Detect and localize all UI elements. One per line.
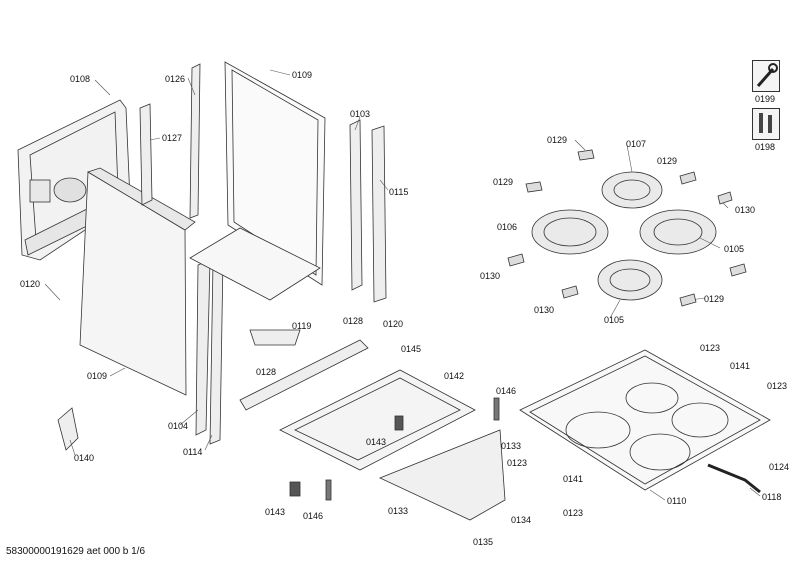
part-label: 0140 [74,453,95,463]
feet-drawing [289,397,500,501]
wire-harness-drawing [707,463,761,494]
part-label: 0104 [168,421,189,431]
part-label: 0141 [563,474,584,484]
part-label: 0128 [256,367,277,377]
part-label: 0129 [493,177,514,187]
part-label: 0105 [604,315,625,325]
part-label: 0130 [534,305,555,315]
document-footer: 58300000191629 aet 000 b 1/6 [6,546,146,557]
leader-lines [44,69,761,501]
part-label: 0146 [303,511,324,521]
wrench-screwdriver-icon[interactable] [752,60,780,92]
part-label: 0143 [265,507,286,517]
part-label: 0141 [730,361,751,371]
right-side-panel-drawing [224,61,326,286]
clips-drawing [507,149,747,307]
glass-cooktop-drawing [519,349,771,491]
part-label: 0120 [383,319,404,329]
part-label: 0129 [704,294,725,304]
part-label: 0110 [667,496,687,506]
part-label: 0126 [165,74,186,84]
tool-label: 0198 [755,142,776,152]
part-label: 0123 [563,508,584,518]
part-label: 0107 [626,139,647,149]
part-label: 0123 [507,458,528,468]
part-label: 0129 [657,156,678,166]
base-frame-drawing [239,329,506,521]
left-side-panel-drawing [79,167,196,396]
part-label: 0109 [292,70,313,80]
part-label: 0108 [70,74,91,84]
part-label: 0124 [769,462,790,472]
part-label: 0146 [496,386,517,396]
part-label: 0123 [700,343,721,353]
vertical-strips-drawing [139,63,387,445]
part-label: 0142 [444,371,465,381]
part-label: 0118 [762,492,782,502]
part-label: 0135 [473,537,494,547]
back-panel-drawing [17,99,131,261]
tool-label: 0199 [755,94,776,104]
part-label: 0134 [511,515,532,525]
heating-elements-drawing [531,171,717,301]
part-label: 0130 [480,271,501,281]
bracket-drawing [57,407,79,451]
part-label: 0127 [162,133,183,143]
part-label: 0128 [343,316,364,326]
part-label: 0103 [350,109,371,119]
part-label: 0109 [87,371,108,381]
part-label: 0114 [183,447,203,457]
part-label: 0106 [497,222,518,232]
part-label: 0119 [292,321,312,331]
part-label: 0130 [735,205,756,215]
part-label: 0123 [767,381,788,391]
part-label: 0133 [501,441,522,451]
bottom-tray-drawing [189,227,321,301]
part-label: 0105 [724,244,745,254]
screws-icon[interactable] [752,108,780,140]
part-label: 0143 [366,437,387,447]
part-label: 0145 [401,344,422,354]
part-label: 0129 [547,135,568,145]
part-label: 0120 [20,279,41,289]
part-label: 0133 [388,506,409,516]
part-label: 0115 [389,187,409,197]
